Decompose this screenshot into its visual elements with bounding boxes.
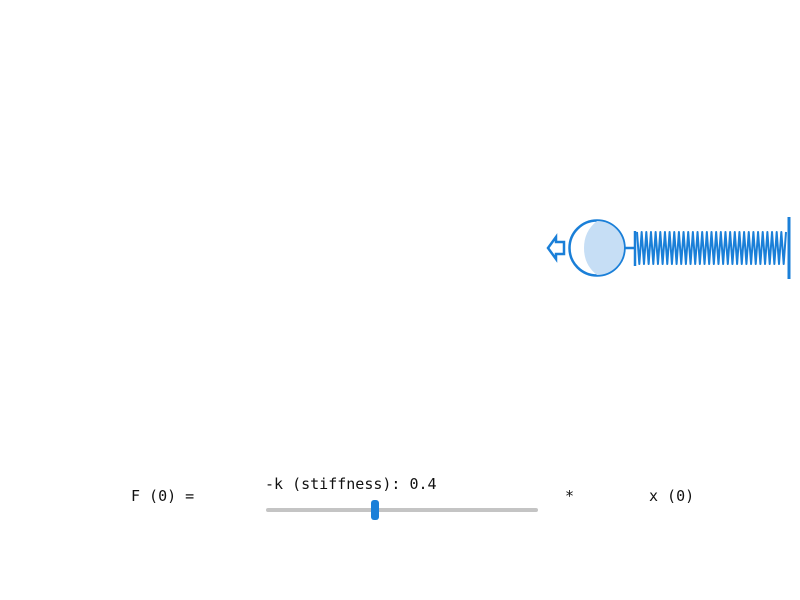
spring-coil-icon [633,231,787,266]
ball-icon[interactable] [568,219,626,277]
stiffness-slider[interactable] [266,500,538,520]
displacement-label: x (0) [649,487,695,505]
multiply-sign: * [565,487,575,505]
arrow-left-icon [546,233,566,263]
slider-thumb[interactable] [370,500,379,520]
stiffness-label: -k (stiffness): 0.4 [265,475,437,493]
slider-track[interactable] [266,508,538,512]
force-label: F (0) = [131,487,195,505]
